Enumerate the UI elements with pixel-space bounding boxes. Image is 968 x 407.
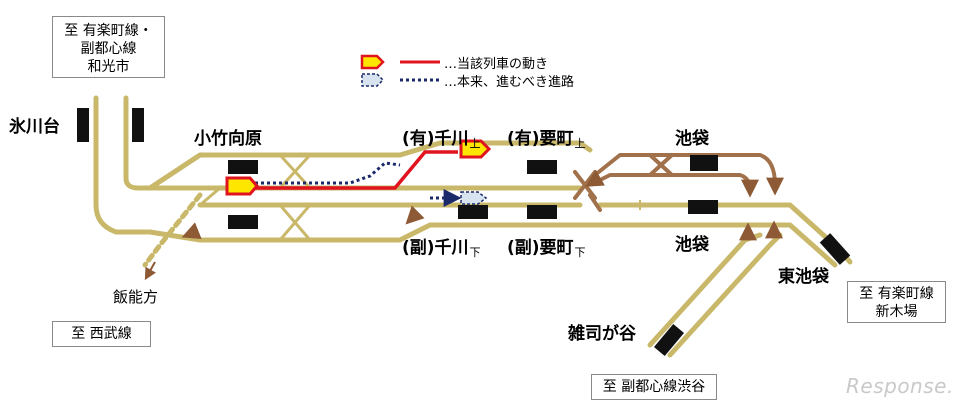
destination-box-shinkiba: 至 有楽町線 新木場 [847,281,946,323]
center-arrow-brown [405,205,425,225]
dest-seibu-text: 至 西武線 [71,326,132,342]
siding-bumper [639,200,665,210]
track-ikebukuro-bottom [588,193,602,212]
dest-shinkiba-line1: 至 有楽町線 [859,286,934,302]
track-upper-1 [147,140,593,191]
platform-kotake-2 [228,215,258,229]
destination-box-shibuya: 至 副都心線渋谷 [591,374,717,400]
station-senkawa-yu-sub: 上 [469,137,481,150]
station-kanamecho-fuku-name: (副)要町 [507,238,574,258]
track-ikebukuro-inner [598,173,752,192]
platforms [77,108,851,356]
legend-actual-text: …当該列車の動き [444,57,549,72]
station-ikebukuro-top: 池袋 [675,129,709,149]
platform-kotake-1 [228,160,258,174]
platform-ikebukuro-2 [688,200,718,214]
legend-intended-train-icon [361,73,385,87]
ikebukuro-tracks [573,153,777,212]
dest-wako-line3: 和光市 [87,59,130,75]
station-kotake-mukaihara: 小竹向原 [194,129,262,149]
station-kanamecho-yu-sub: 上 [574,137,586,150]
station-kanamecho-fuku-sub: 下 [574,246,586,259]
track-right-lower [597,222,838,268]
track-seibu-branch [142,192,203,268]
station-kanamecho-fuku: (副)要町下 [507,233,586,259]
station-senkawa-yu: (有)千川上 [402,124,481,150]
platform-hikawadai-1 [77,108,89,142]
crossover-ikebukuro [648,153,674,177]
destination-box-seibu: 至 西武線 [52,321,151,347]
station-senkawa-fuku-name: (副)千川 [402,238,469,258]
dest-shinkiba-line2: 新木場 [875,304,918,320]
platform-kaname-1 [527,160,557,174]
track-right-upper [597,202,853,265]
left-arrow-brown [181,222,202,240]
platform-zoshigaya [653,324,685,356]
station-ikebukuro-bottom: 池袋 [675,235,709,255]
response-watermark: Response. [846,374,954,398]
station-zoshigaya: 雑司が谷 [568,324,636,344]
ikebukuro-arrow-left [584,169,605,187]
dest-wako-line1: 至 有楽町線・ [64,23,153,39]
platform-hikawadai-2 [132,108,144,142]
platform-ikebukuro-1 [690,155,718,171]
station-hikawadai: 氷川台 [9,117,60,137]
train-intended-senkawa [460,191,488,205]
platform-higashi-ikebukuro [819,233,851,265]
train-actual-senkawa [459,139,492,159]
crossover-kaname [573,170,597,200]
legend-intended-text: …本来、進むべき進路 [444,75,575,90]
hanno-arrow [144,261,156,281]
dest-wako-line2: 副都心線 [80,41,137,57]
intended-route-path [255,161,401,185]
destination-box-wako: 至 有楽町線・ 副都心線 和光市 [52,16,165,78]
station-senkawa-fuku: (副)千川下 [402,233,481,259]
station-senkawa-fuku-sub: 下 [469,246,481,259]
platform-senkawa [458,205,488,219]
track-hikawadai-outer [93,95,153,235]
platform-kaname-2 [527,205,557,219]
station-kanamecho-yu-name: (有)要町 [507,129,574,149]
station-higashi-ikebukuro: 東池袋 [778,267,829,287]
station-senkawa-yu-name: (有)千川 [402,129,469,149]
track-hikawadai-inner [123,95,183,191]
actual-route-path [255,150,458,190]
train-actual-kotake [225,176,259,196]
dest-shibuya-text: 至 副都心線渋谷 [602,379,706,395]
station-kanamecho-yu: (有)要町上 [507,124,586,150]
legend-actual-train-icon [360,54,385,70]
direction-hanno: 飯能方 [113,288,159,306]
